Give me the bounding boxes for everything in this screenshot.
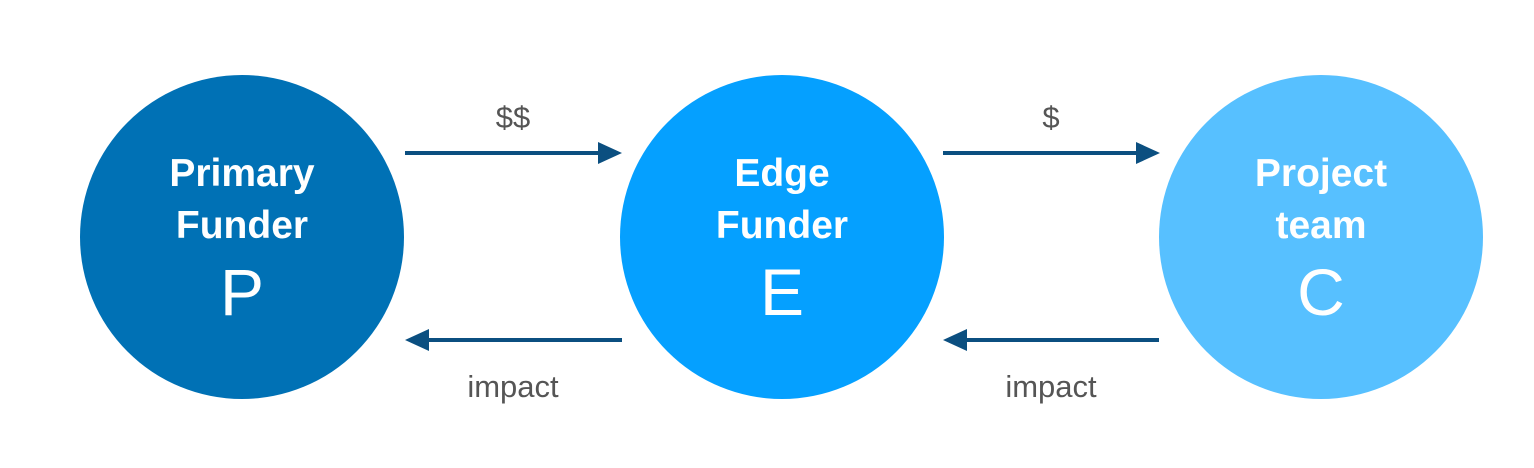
- edge-funder-letter: E: [759, 255, 805, 329]
- arrow-c-to-e: [943, 329, 1159, 351]
- project-team-node: Project team C: [1159, 75, 1483, 399]
- impact-label-e-to-p: impact: [467, 369, 559, 404]
- primary-funder-name: Primary Funder: [169, 152, 315, 247]
- edge-funder-node: Edge Funder E: [620, 75, 944, 399]
- primary-funder-node: Primary Funder P: [80, 75, 404, 399]
- arrow-e-to-p: [405, 329, 622, 351]
- project-team-name: Project team: [1254, 152, 1388, 247]
- project-team-letter: C: [1297, 255, 1345, 329]
- money-label-p-to-e: $$: [495, 100, 531, 135]
- impact-label-c-to-e: impact: [1005, 369, 1097, 404]
- edge-funder-name: Edge Funder: [715, 152, 849, 247]
- arrow-e-to-c: [943, 142, 1160, 164]
- money-label-e-to-c: $: [1042, 100, 1060, 135]
- arrow-p-to-e: [405, 142, 622, 164]
- primary-funder-letter: P: [219, 255, 265, 329]
